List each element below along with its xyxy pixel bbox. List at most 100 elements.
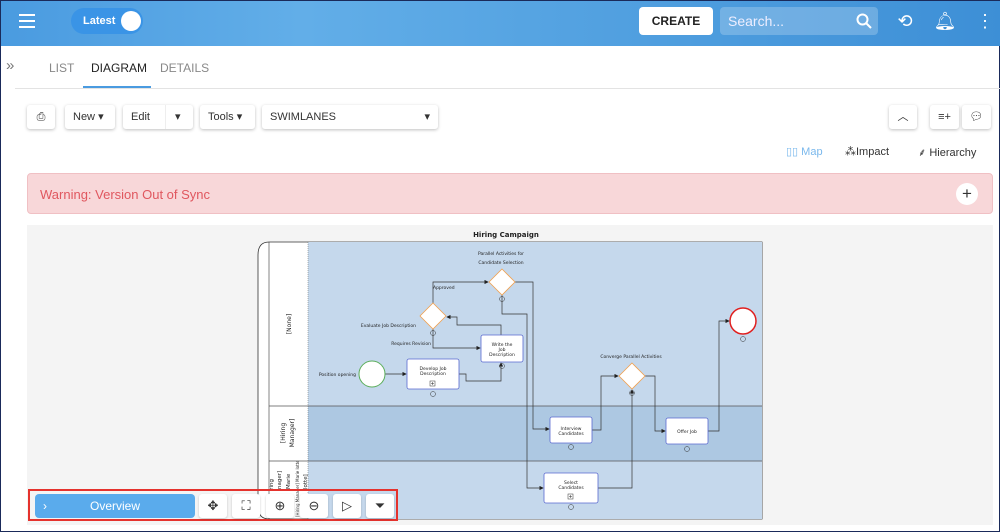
file-download-icon: ⎙ bbox=[36, 111, 46, 123]
diagram-title: Hiring Campaign bbox=[473, 231, 539, 239]
map-icon: ▯▯ bbox=[786, 146, 799, 158]
lane3-line1: iring bbox=[269, 479, 275, 491]
hierarchy-link[interactable]: ⸙ Hierarchy bbox=[918, 145, 976, 160]
fullscreen-icon: ⛶ bbox=[241, 498, 251, 513]
tab-list[interactable]: LIST bbox=[49, 61, 75, 75]
task-offer-job[interactable] bbox=[665, 417, 709, 445]
converge-gateway[interactable] bbox=[618, 362, 646, 390]
chevron-up-icon: ︿ bbox=[897, 111, 909, 123]
edit-button[interactable]: Edit ▾ bbox=[123, 105, 193, 129]
version-toggle-label: Latest bbox=[83, 15, 116, 27]
create-button[interactable]: CREATE bbox=[639, 7, 713, 35]
menu-icon[interactable] bbox=[19, 14, 35, 28]
playlist-add-icon: ≡+ bbox=[938, 111, 951, 123]
position-opening-label: Position opening bbox=[319, 372, 356, 378]
lane-label-hiring-line2: Manager] bbox=[289, 419, 296, 448]
chevron-down-icon: ▾ bbox=[424, 111, 430, 123]
impact-link[interactable]: ⁂Impact bbox=[845, 145, 889, 158]
chevron-right-icon: › bbox=[43, 499, 47, 513]
requires-revision-label: Requires Revision bbox=[391, 341, 431, 347]
search-input[interactable]: Search... bbox=[720, 7, 878, 35]
move-icon: ✥ bbox=[207, 498, 219, 513]
select-label-2: Candidates bbox=[558, 485, 584, 491]
write-label-1: Write the bbox=[492, 342, 513, 348]
search-placeholder: Search... bbox=[728, 13, 785, 29]
zoom-out-button[interactable]: ⊖ bbox=[300, 494, 328, 518]
edit-dropdown-icon[interactable]: ▾ bbox=[165, 105, 181, 129]
approved-label: Approved bbox=[433, 285, 455, 291]
offer-label: Offer Job bbox=[677, 429, 697, 435]
fit-screen-button[interactable]: ⛶ bbox=[232, 494, 260, 518]
zoom-in-icon: ⊕ bbox=[274, 498, 286, 513]
play-button[interactable]: ▷ bbox=[333, 494, 361, 518]
collapse-button[interactable]: ︿ bbox=[889, 105, 917, 129]
hierarchy-label: Hierarchy bbox=[929, 147, 977, 159]
active-tab-indicator bbox=[83, 86, 151, 88]
lane3-line2: nager] bbox=[277, 471, 283, 489]
pan-button[interactable]: ✥ bbox=[199, 494, 227, 518]
expand-sidebar-icon[interactable]: » bbox=[6, 57, 15, 74]
tools-button[interactable]: Tools ▾ bbox=[200, 105, 255, 129]
lane3-line4: lotte] bbox=[303, 474, 309, 489]
filter-icon: ⏷ bbox=[374, 498, 386, 513]
more-vert-icon[interactable]: ⋮ bbox=[976, 11, 994, 31]
add-list-button[interactable]: ≡+ bbox=[930, 105, 959, 129]
tab-divider bbox=[15, 88, 1000, 89]
impact-icon: ⁂ bbox=[845, 146, 856, 158]
parallel-gateway[interactable] bbox=[488, 268, 516, 296]
interview-label-2: Candidates bbox=[558, 431, 584, 437]
converge-label: Converge Parallel Activities bbox=[600, 354, 662, 360]
parallel-label-1: Parallel Activities for bbox=[478, 251, 524, 257]
version-toggle[interactable]: Latest bbox=[71, 8, 143, 34]
task-interview-candidates[interactable] bbox=[549, 416, 593, 444]
zoom-out-icon: ⊖ bbox=[308, 498, 320, 513]
lane-label-none: [None] bbox=[286, 314, 293, 334]
new-button[interactable]: New ▾ bbox=[65, 105, 115, 129]
filter-button[interactable]: ⏷ bbox=[366, 494, 394, 518]
tab-details[interactable]: DETAILS bbox=[160, 61, 210, 75]
toggle-knob bbox=[121, 11, 141, 31]
tools-label: Tools bbox=[208, 111, 234, 123]
warning-banner: Warning: Version Out of Sync + bbox=[27, 173, 993, 214]
comments-button[interactable]: 💬︎ bbox=[962, 105, 991, 129]
edit-label: Edit bbox=[131, 111, 150, 123]
diagram-toolbar bbox=[28, 489, 398, 521]
parallel-label-2: Candidate Selection bbox=[478, 260, 523, 266]
develop-label-2: Description bbox=[420, 371, 446, 377]
zoom-in-button[interactable]: ⊕ bbox=[266, 494, 294, 518]
info-icons bbox=[429, 296, 746, 510]
overview-button[interactable]: ›Overview bbox=[35, 494, 195, 518]
hierarchy-icon: ⸙ bbox=[918, 147, 927, 159]
play-icon: ▷ bbox=[342, 498, 352, 513]
evaluate-label: Evaluate Job Description bbox=[361, 323, 416, 329]
tab-diagram[interactable]: DIAGRAM bbox=[91, 61, 148, 75]
view-select[interactable]: SWIMLANES ▾ bbox=[262, 105, 438, 129]
warning-text: Warning: Version Out of Sync bbox=[40, 187, 211, 202]
lane3-line3: Marie bbox=[286, 473, 292, 489]
write-label-2: Job bbox=[498, 347, 506, 353]
interview-label-1: Interview bbox=[561, 426, 582, 432]
comments-icon: 💬︎ bbox=[969, 111, 984, 123]
task-develop-job-description[interactable] bbox=[406, 358, 460, 390]
bell-icon[interactable]: 🔔︎ bbox=[933, 11, 957, 31]
task-write-job-description[interactable] bbox=[480, 334, 524, 363]
task-select-candidates[interactable] bbox=[543, 472, 599, 504]
app-header: Latest CREATE Search... ⟲ 🔔︎ ⋮ bbox=[1, 1, 1000, 46]
evaluate-gateway[interactable] bbox=[419, 302, 447, 330]
bpmn-diagram[interactable]: Hiring Campaign [None] [Hiring Manager] … bbox=[251, 226, 771, 526]
impact-label: Impact bbox=[856, 146, 890, 158]
select-label-1: Select bbox=[564, 480, 578, 486]
map-label: Map bbox=[801, 146, 823, 158]
export-button[interactable]: ⎙ bbox=[27, 105, 55, 129]
write-label-3: Description bbox=[489, 352, 515, 358]
develop-label-1: Develop Job bbox=[420, 366, 447, 372]
history-icon[interactable]: ⟲ bbox=[897, 11, 913, 31]
map-link[interactable]: ▯▯ Map bbox=[786, 145, 823, 158]
add-icon[interactable]: + bbox=[956, 183, 978, 205]
view-select-value: SWIMLANES bbox=[270, 111, 337, 123]
lane-label-hiring-line1: [Hiring bbox=[280, 423, 287, 443]
search-icon[interactable] bbox=[856, 13, 872, 29]
new-label: New bbox=[73, 111, 96, 123]
end-event[interactable] bbox=[729, 307, 757, 335]
start-event[interactable] bbox=[358, 360, 386, 388]
